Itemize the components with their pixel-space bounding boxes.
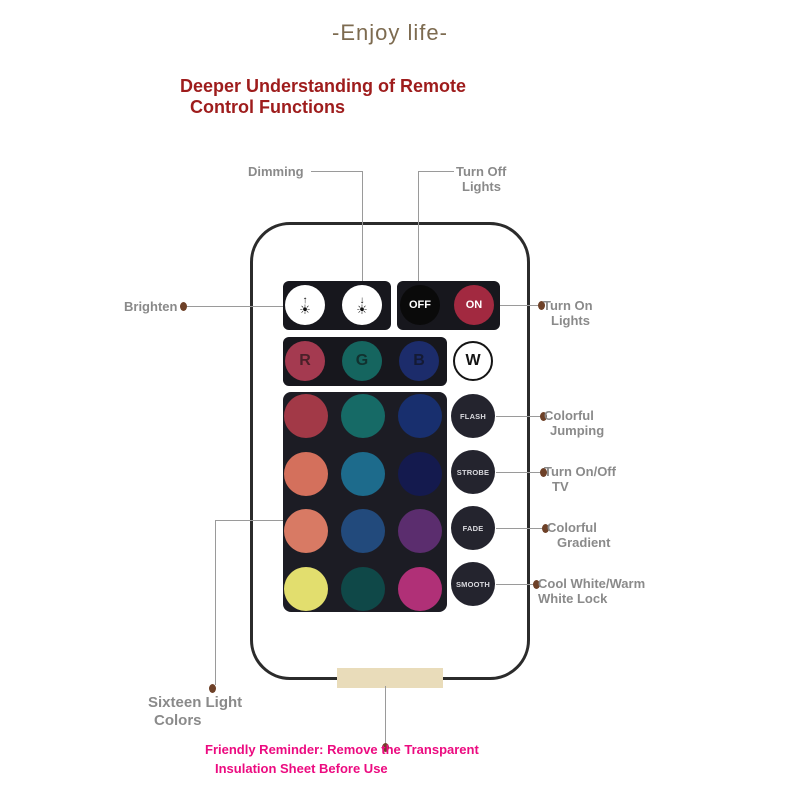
- turn-on-dot: [538, 301, 545, 310]
- callout-sixteen-colors: Sixteen Light Colors: [148, 694, 242, 730]
- color-grid-panel: [283, 392, 447, 612]
- rgb-block: R G B: [283, 337, 447, 386]
- fade-button[interactable]: FADE: [451, 506, 495, 550]
- smooth-button[interactable]: SMOOTH: [451, 562, 495, 606]
- callout-turn-off-line2: Lights: [462, 179, 501, 194]
- insulation-sheet-tab: [337, 668, 443, 688]
- turn-on-line: [500, 305, 538, 306]
- blue-button[interactable]: B: [399, 341, 439, 381]
- turn-off-line-h: [418, 171, 454, 172]
- color-button-6[interactable]: [398, 451, 442, 496]
- callout-brighten: Brighten: [124, 299, 178, 314]
- callout-colorful-jumping-line2: Jumping: [550, 423, 605, 438]
- callout-turn-on-line1: Turn On: [543, 298, 593, 313]
- brighten-dot: [180, 302, 187, 311]
- fade-dot: [542, 524, 549, 533]
- smooth-dot: [533, 580, 540, 589]
- color-button-11[interactable]: [341, 566, 385, 611]
- fade-line: [496, 528, 542, 529]
- friendly-reminder-line1: Friendly Reminder: Remove the Transparen…: [205, 742, 479, 757]
- down-arrow-icon: ↓: [359, 295, 365, 306]
- power-block: OFF ON: [397, 281, 500, 330]
- callout-colorful-gradient-line1: Colorful: [547, 520, 597, 535]
- color-button-12[interactable]: [398, 566, 442, 611]
- smooth-line: [496, 584, 533, 585]
- green-button[interactable]: G: [342, 341, 382, 381]
- strobe-button[interactable]: STROBE: [451, 450, 495, 494]
- color-button-2[interactable]: [341, 394, 385, 438]
- reminder-line: [385, 686, 386, 744]
- callout-turn-off: Turn Off Lights: [456, 164, 506, 194]
- tagline: -Enjoy life-: [332, 20, 448, 45]
- up-arrow-icon: ↑: [302, 295, 308, 306]
- callout-sixteen-colors-line2: Colors: [154, 712, 202, 729]
- flash-dot: [540, 412, 547, 421]
- title-line1: Deeper Understanding of Remote: [180, 76, 467, 96]
- callout-colorful-gradient: Colorful Gradient: [547, 520, 610, 550]
- on-button[interactable]: ON: [454, 285, 494, 325]
- callout-colorful-jumping-line1: Colorful: [544, 408, 594, 423]
- reminder-dot: [382, 743, 389, 752]
- dimming-line-h: [311, 171, 362, 172]
- sixteen-colors-line-v: [215, 520, 216, 685]
- callout-turn-off-line1: Turn Off: [456, 164, 507, 179]
- strobe-line: [496, 472, 540, 473]
- callout-colorful-jumping: Colorful Jumping: [544, 408, 604, 438]
- callout-sixteen-colors-line1: Sixteen Light: [148, 694, 243, 711]
- color-button-9[interactable]: [398, 509, 442, 553]
- flash-line: [496, 416, 540, 417]
- turn-off-line-v: [418, 171, 419, 281]
- sixteen-colors-dot: [209, 684, 216, 693]
- sixteen-colors-line-h: [215, 520, 283, 521]
- brighten-button[interactable]: ↑ ☀: [285, 285, 325, 325]
- function-button-column: FLASH STROBE FADE SMOOTH: [451, 394, 495, 606]
- color-button-1[interactable]: [284, 394, 328, 438]
- callout-colorful-gradient-line2: Gradient: [557, 535, 611, 550]
- callout-tv: Turn On/Off TV: [544, 464, 616, 494]
- callout-tv-line2: TV: [552, 479, 569, 494]
- callout-white-lock-line1: Cool White/Warm: [538, 576, 646, 591]
- title-line2: Control Functions: [190, 97, 345, 117]
- dimmer-block: ↑ ☀ ↓ ☀: [283, 281, 391, 330]
- dimming-line-v: [362, 171, 363, 281]
- friendly-reminder: Friendly Reminder: Remove the Transparen…: [205, 740, 479, 778]
- flash-button[interactable]: FLASH: [451, 394, 495, 438]
- page-title: Deeper Understanding of Remote Control F…: [180, 76, 466, 118]
- color-button-3[interactable]: [398, 394, 442, 438]
- brighten-line: [186, 306, 283, 307]
- strobe-dot: [540, 468, 547, 477]
- callout-turn-on: Turn On Lights: [543, 298, 593, 328]
- color-button-7[interactable]: [284, 509, 328, 553]
- sun-icon: ☀: [356, 302, 368, 317]
- friendly-reminder-line2: Insulation Sheet Before Use: [215, 761, 388, 776]
- red-button[interactable]: R: [285, 341, 325, 381]
- callout-dimming: Dimming: [248, 164, 304, 179]
- color-button-8[interactable]: [341, 509, 385, 553]
- white-button[interactable]: W: [453, 341, 493, 381]
- callout-white-lock: Cool White/Warm White Lock: [538, 576, 645, 606]
- callout-turn-on-line2: Lights: [551, 313, 590, 328]
- callout-white-lock-line2: White Lock: [538, 591, 608, 606]
- sun-icon: ☀: [299, 302, 311, 317]
- color-button-10[interactable]: [284, 566, 328, 611]
- dim-button[interactable]: ↓ ☀: [342, 285, 382, 325]
- remote-body: ↑ ☀ ↓ ☀ OFF ON R G B W FLASH STROBE FADE SM…: [250, 222, 530, 688]
- color-button-5[interactable]: [341, 451, 385, 496]
- callout-tv-line1: Turn On/Off: [544, 464, 616, 479]
- off-button[interactable]: OFF: [400, 285, 440, 325]
- color-button-4[interactable]: [284, 451, 328, 496]
